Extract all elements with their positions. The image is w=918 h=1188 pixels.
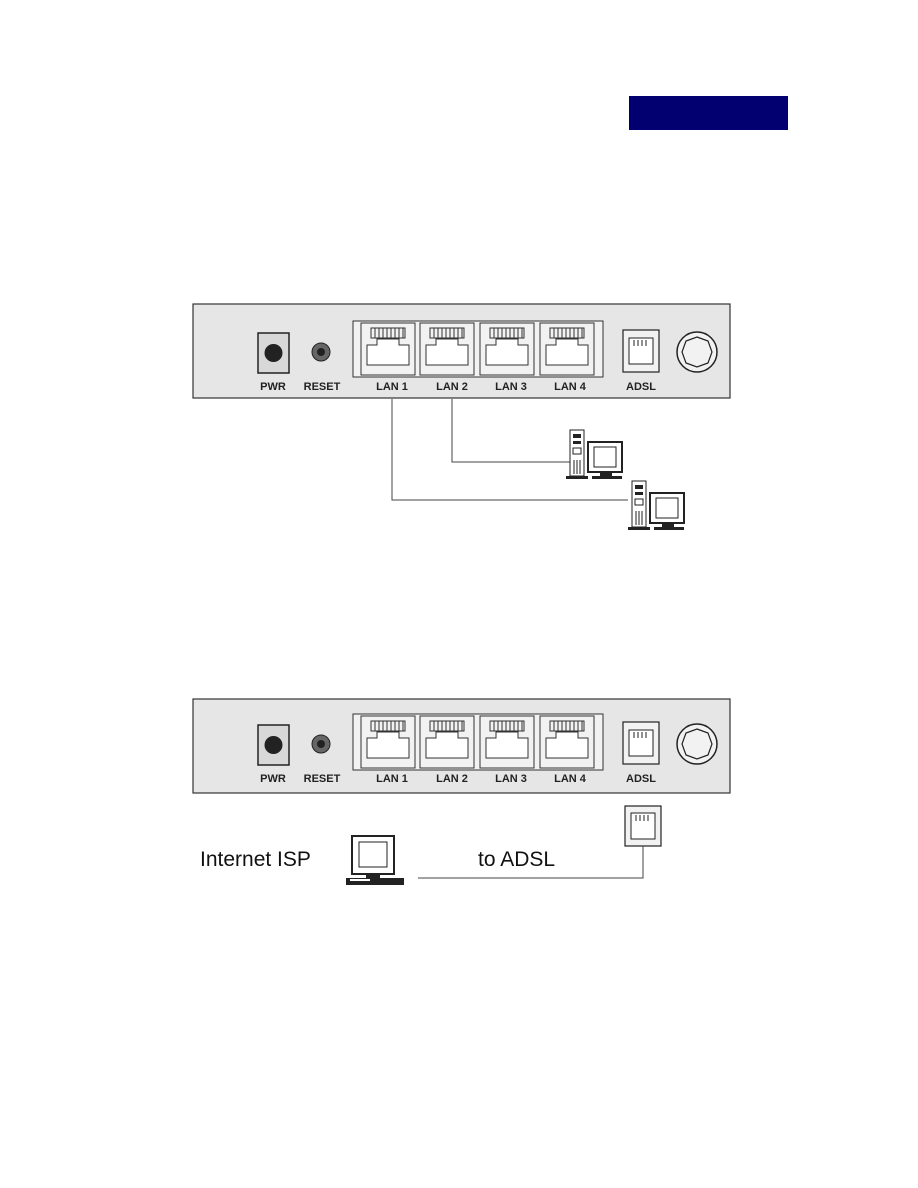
header-badge xyxy=(629,96,788,130)
adsl-connection-diagram: PWR RESET LAN 1 LAN 2 LAN 3 LAN 4 ADSL I… xyxy=(192,698,731,885)
desktop-computer-icon xyxy=(565,429,623,480)
lan4-label: LAN 4 xyxy=(554,773,587,785)
desktop-computer-icon xyxy=(346,835,404,885)
desktop-computer-icon xyxy=(627,480,685,531)
lan1-label: LAN 1 xyxy=(376,381,408,393)
lan2-label: LAN 2 xyxy=(436,381,468,393)
lan2-cable xyxy=(451,399,570,463)
rj45-port-icon xyxy=(360,715,416,769)
adsl-line xyxy=(418,846,644,879)
rj45-port-icon xyxy=(539,715,595,769)
isp-label: Internet ISP xyxy=(200,848,311,871)
rj45-port-icon xyxy=(419,715,475,769)
pwr-label: PWR xyxy=(260,773,286,785)
rj45-port-icon xyxy=(419,322,475,376)
adsl-label: ADSL xyxy=(626,381,656,393)
lan1-cable xyxy=(391,399,628,501)
to-adsl-label: to ADSL xyxy=(478,848,555,871)
reset-label: RESET xyxy=(304,381,341,393)
rj45-port-icon xyxy=(539,322,595,376)
lan1-label: LAN 1 xyxy=(376,773,408,785)
antenna-connector-icon xyxy=(676,723,718,765)
antenna-connector-icon xyxy=(676,331,718,373)
lan3-label: LAN 3 xyxy=(495,381,527,393)
rj45-port-icon xyxy=(479,715,535,769)
reset-label: RESET xyxy=(304,773,341,785)
lan3-label: LAN 3 xyxy=(495,773,527,785)
adsl-label: ADSL xyxy=(626,773,656,785)
rj45-port-icon xyxy=(479,322,535,376)
lan4-label: LAN 4 xyxy=(554,381,587,393)
lan2-label: LAN 2 xyxy=(436,773,468,785)
rj45-port-icon xyxy=(360,322,416,376)
lan-connection-diagram: PWR RESET LAN 1 LAN 2 LAN 3 LAN 4 ADSL xyxy=(192,303,731,531)
pwr-label: PWR xyxy=(260,381,286,393)
